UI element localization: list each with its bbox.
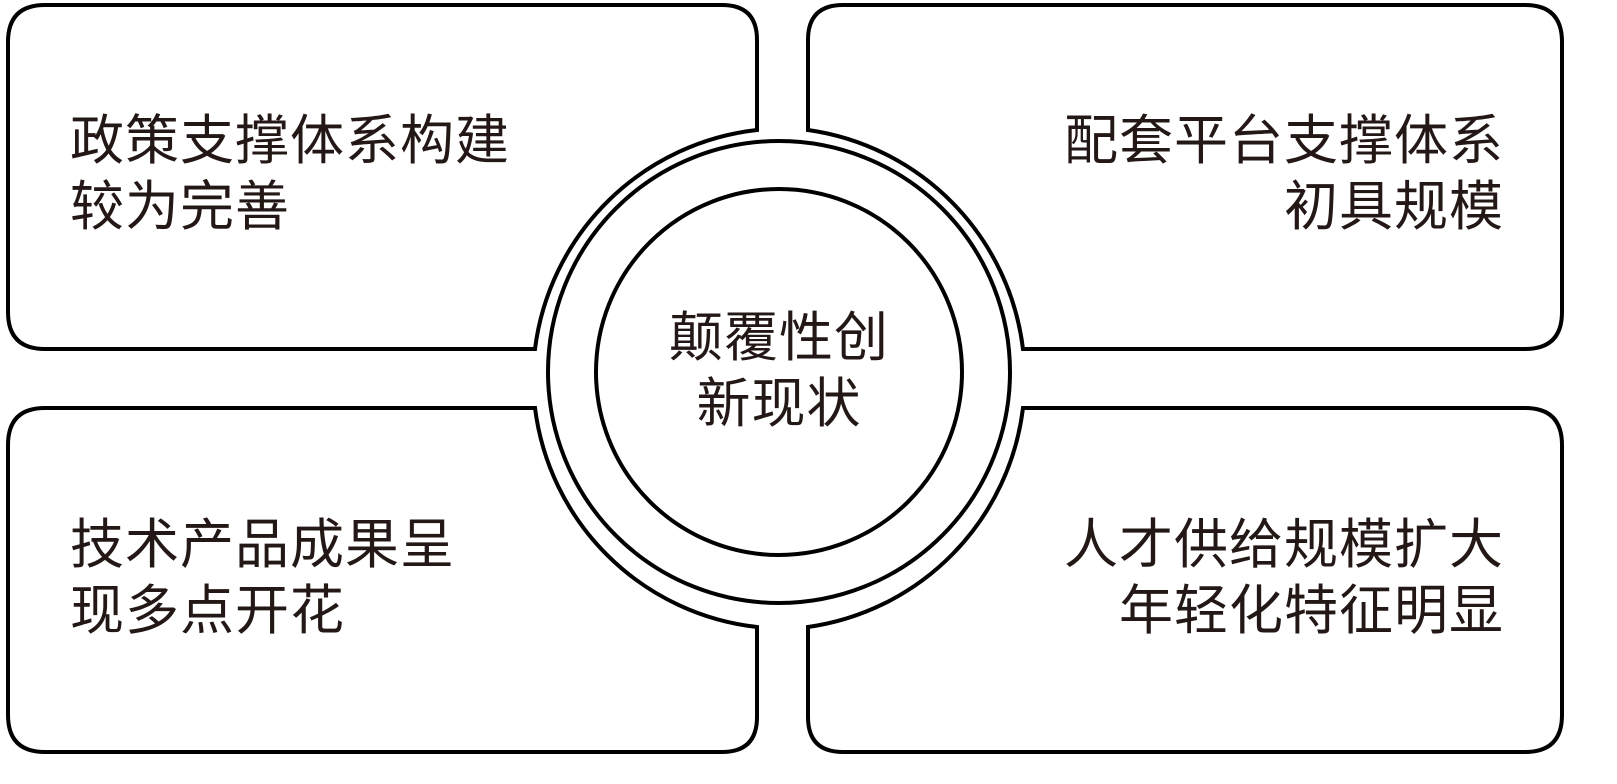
center-label-line-1: 颠覆性创 (669, 306, 889, 369)
quadrant-bottom-right-label: 人才供给规模扩大 年轻化特征明显 (1064, 512, 1504, 644)
inner-circle (594, 187, 964, 557)
box-bottom-left (6, 406, 759, 754)
quadrant-bottom-left-line-1: 技术产品成果呈 (70, 513, 455, 576)
quadrant-top-right-label: 配套平台支撑体系 初具规模 (1064, 108, 1504, 240)
box-top-right (806, 3, 1564, 351)
quadrant-top-left-line-1: 政策支撑体系构建 (70, 109, 510, 172)
quadrant-bottom-left-line-2: 现多点开花 (70, 579, 345, 642)
quadrant-top-left-label: 政策支撑体系构建 较为完善 (70, 108, 510, 240)
center-label-line-2: 新现状 (696, 372, 862, 435)
box-top-left (6, 3, 759, 351)
quadrant-bottom-right-line-1: 人才供给规模扩大 (1064, 513, 1504, 576)
quadrant-top-left-line-2: 较为完善 (70, 175, 290, 238)
center-label: 颠覆性创 新现状 (629, 305, 929, 437)
quadrant-top-right-line-1: 配套平台支撑体系 (1064, 109, 1504, 172)
outer-ring (546, 139, 1012, 605)
quadrant-top-right-line-2: 初具规模 (1284, 175, 1504, 238)
quadrant-bottom-right-line-2: 年轻化特征明显 (1119, 579, 1504, 642)
quadrant-bottom-left-label: 技术产品成果呈 现多点开花 (70, 512, 455, 644)
box-bottom-right (806, 406, 1564, 754)
